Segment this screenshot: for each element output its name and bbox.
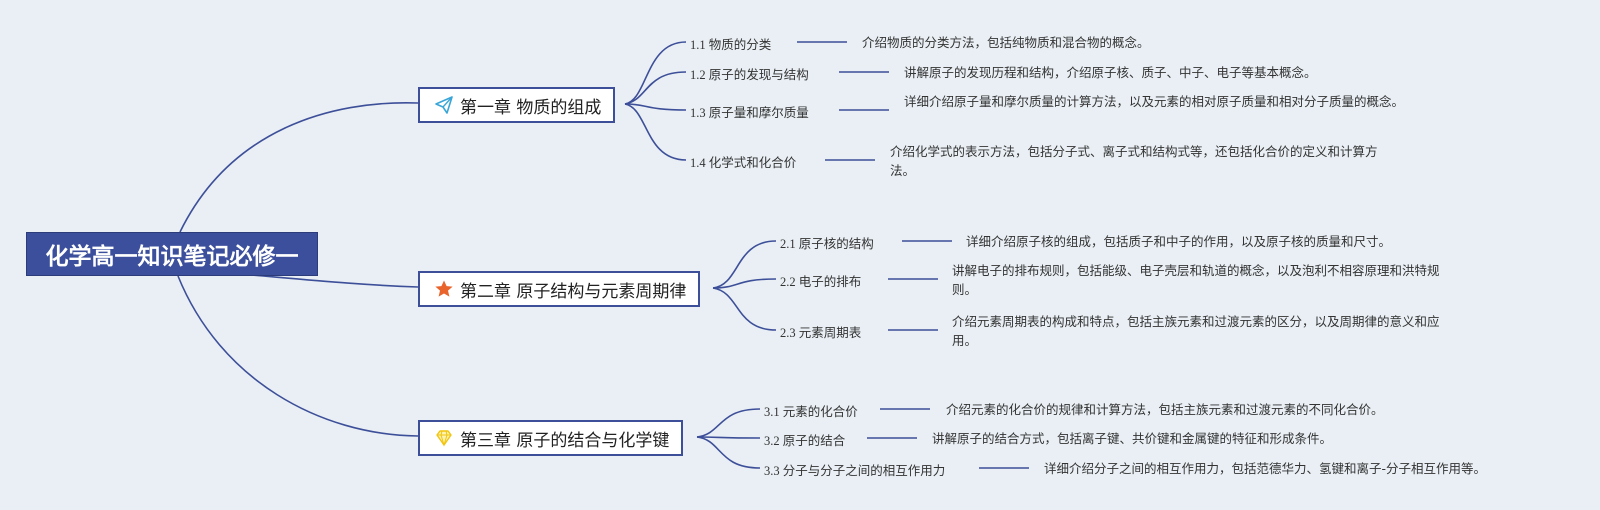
chapter-2-title: 第二章 原子结构与元素周期律	[460, 281, 687, 302]
section-1-1[interactable]: 1.1 物质的分类	[690, 38, 772, 52]
section-3-1[interactable]: 3.1 元素的化合价	[764, 405, 858, 419]
section-1-2-desc: 讲解原子的发现历程和结构，介绍原子核、质子、中子、电子等基本概念。	[904, 65, 1317, 80]
diamond-icon	[434, 428, 454, 448]
section-1-3[interactable]: 1.3 原子量和摩尔质量	[690, 106, 809, 120]
ch1-link-4	[624, 103, 687, 161]
section-1-1-desc: 介绍物质的分类方法，包括纯物质和混合物的概念。	[862, 35, 1150, 50]
section-3-2[interactable]: 3.2 原子的结合	[764, 434, 846, 448]
section-1-4-desc: 介绍化学式的表示方法，包括分子式、离子式和结构式等，还包括化合价的定义和计算方法…	[890, 144, 1378, 178]
root-link-ch2	[239, 273, 419, 288]
ch3-link-3	[696, 436, 761, 469]
section-2-3-desc: 介绍元素周期表的构成和特点，包括主族元素和过渡元素的区分，以及周期律的意义和应用…	[952, 314, 1440, 348]
ch2-link-3	[712, 287, 777, 331]
section-2-2[interactable]: 2.2 电子的排布	[780, 275, 862, 289]
section-2-1[interactable]: 2.1 原子核的结构	[780, 237, 874, 251]
section-2-1-desc: 详细介绍原子核的组成，包括质子和中子的作用，以及原子核的质量和尺寸。	[966, 234, 1392, 249]
ch3-link-2	[696, 436, 761, 439]
section-1-2[interactable]: 1.2 原子的发现与结构	[690, 68, 809, 82]
ch1-link-3	[624, 103, 687, 111]
ch1-link-1	[624, 41, 687, 105]
section-3-2-desc: 讲解原子的结合方式，包括离子键、共价键和金属键的特征和形成条件。	[932, 431, 1333, 446]
paper-plane-icon	[434, 95, 454, 115]
chapter-3-topic[interactable]: 第三章 原子的结合与化学键	[418, 420, 684, 456]
ch2-link-1	[712, 240, 777, 289]
chapter-2-topic[interactable]: 第二章 原子结构与元素周期律	[418, 271, 701, 307]
root-link-ch1	[179, 102, 419, 233]
ch3-link-1	[696, 408, 761, 438]
section-1-3-desc: 详细介绍原子量和摩尔质量的计算方法，以及元素的相对原子质量和相对分子质量的概念。	[904, 94, 1405, 109]
section-3-1-desc: 介绍元素的化合价的规律和计算方法，包括主族元素和过渡元素的不同化合价。	[946, 402, 1384, 417]
section-2-2-desc: 讲解电子的排布规则，包括能级、电子壳层和轨道的概念，以及泡利不相容原理和洪特规则…	[952, 263, 1440, 297]
root-link-ch3	[177, 275, 419, 437]
section-1-4[interactable]: 1.4 化学式和化合价	[690, 156, 797, 170]
chapter-1-title: 第一章 物质的组成	[460, 97, 602, 118]
ch2-link-2	[712, 278, 777, 289]
section-3-3-desc: 详细介绍分子之间的相互作用力，包括范德华力、氢键和离子-分子相互作用等。	[1044, 461, 1487, 476]
section-3-3[interactable]: 3.3 分子与分子之间的相互作用力	[764, 464, 946, 478]
section-2-3[interactable]: 2.3 元素周期表	[780, 326, 862, 340]
ch1-link-2	[624, 71, 687, 105]
chapter-3-title: 第三章 原子的结合与化学键	[460, 430, 670, 451]
chapter-1-topic[interactable]: 第一章 物质的组成	[418, 87, 616, 123]
root-topic[interactable]: 化学高一知识笔记必修一	[26, 232, 318, 276]
star-icon	[434, 279, 454, 299]
